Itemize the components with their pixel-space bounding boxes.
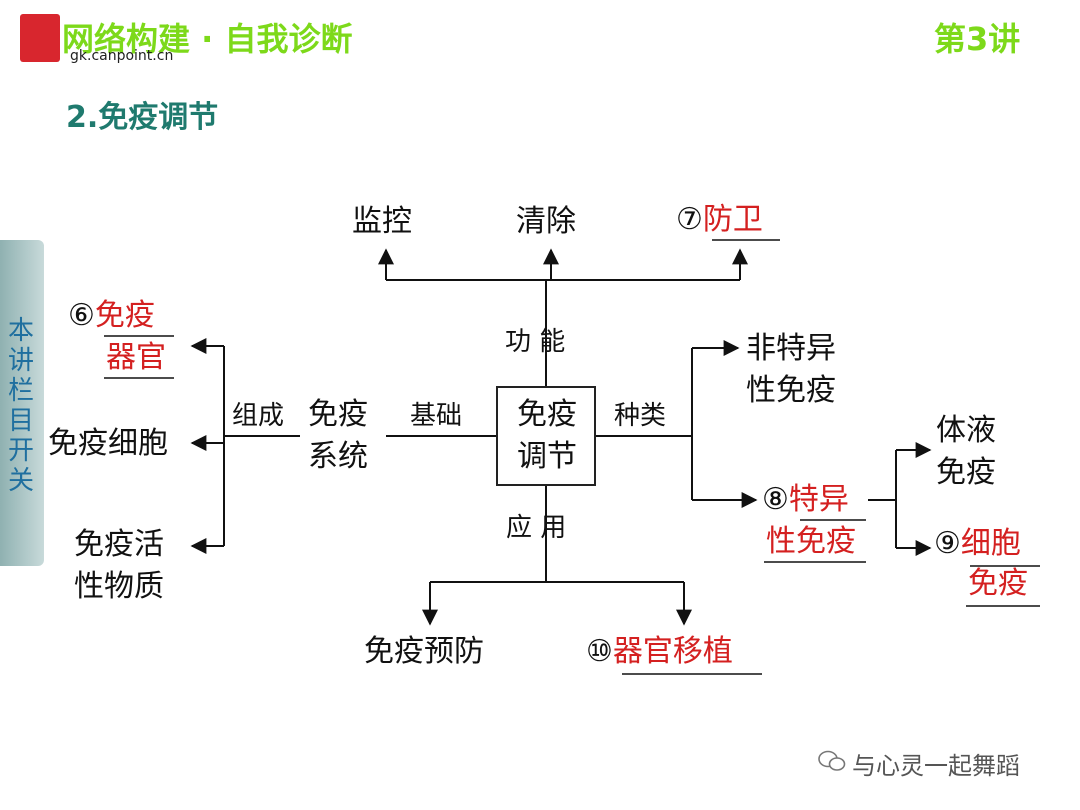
- watermark-text: 与心灵一起舞蹈: [852, 752, 1020, 780]
- types-label: 种类: [614, 401, 667, 431]
- header-title: 网络构建 · 自我诊断: [62, 20, 353, 58]
- lecture-number: 第3讲: [934, 20, 1021, 58]
- center-node-label: 免疫调节: [517, 397, 577, 474]
- function-defense: ⑦防卫: [676, 200, 763, 240]
- function-label: 功 能: [505, 327, 566, 357]
- answer-10-text: 器官移植: [612, 634, 733, 669]
- application-prevention: 免疫预防: [364, 634, 484, 669]
- answer-6-line1: 免疫: [94, 298, 155, 333]
- subtype-cellular: ⑨细胞: [934, 524, 1021, 564]
- application-transplant: ⑩器官移植: [586, 632, 733, 672]
- component-active-substance: 免疫活性物质: [74, 527, 164, 604]
- answer-8-line2: 性免疫: [766, 524, 856, 559]
- function-monitor: 监控: [352, 204, 412, 239]
- section-title: 2.免疫调节: [66, 100, 219, 135]
- answer-8-line1: 特异: [788, 482, 849, 517]
- answer-7-text: 防卫: [702, 202, 763, 237]
- side-tab-label[interactable]: 本讲栏目开关: [7, 316, 34, 496]
- answer-10-number: ⑩: [586, 634, 613, 669]
- basis-label: 基础: [410, 401, 463, 431]
- answer-9-number: ⑨: [934, 526, 961, 561]
- component-organ: ⑥免疫: [68, 296, 155, 336]
- logo: [20, 14, 60, 62]
- type-nonspecific: 非特异性免疫: [746, 331, 836, 408]
- component-cell: 免疫细胞: [48, 426, 168, 461]
- answer-9-line2: 免疫: [968, 566, 1028, 601]
- function-clear: 清除: [516, 204, 576, 239]
- type-specific: ⑧特异: [762, 480, 849, 520]
- answer-6-number: ⑥: [68, 298, 95, 333]
- answer-9-line1: 细胞: [960, 526, 1021, 561]
- answer-7-number: ⑦: [676, 202, 703, 237]
- side-tab[interactable]: [0, 240, 44, 566]
- answer-6-line2: 器官: [106, 340, 166, 375]
- center-box: [496, 386, 596, 486]
- immune-system-node: 免疫系统: [308, 397, 368, 474]
- wechat-icon: [818, 750, 846, 771]
- subtype-humoral: 体液免疫: [936, 413, 996, 490]
- site-url: gk.canpoint.cn: [70, 48, 174, 64]
- application-label: 应 用: [506, 513, 567, 543]
- answer-8-number: ⑧: [762, 482, 789, 517]
- composition-label: 组成: [232, 401, 285, 431]
